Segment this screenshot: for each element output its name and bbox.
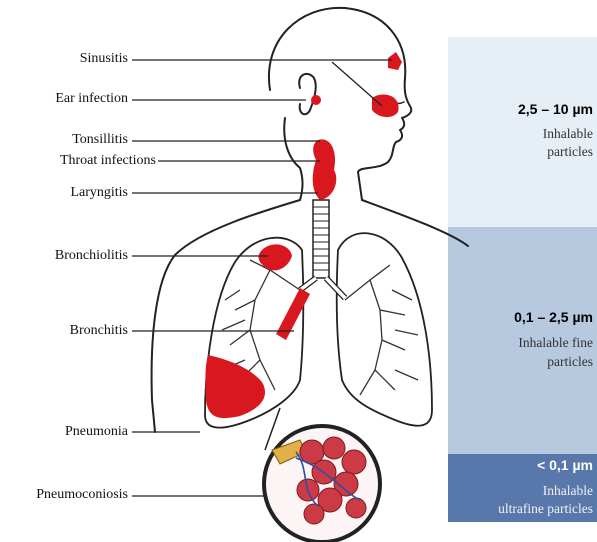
- leader-lines: [132, 60, 392, 496]
- bronchus-mark: [276, 288, 310, 340]
- body-outline: [152, 8, 468, 432]
- alveoli-inset: [264, 408, 380, 542]
- cheek-mark: [372, 94, 399, 117]
- label-ear-infection: Ear infection: [55, 91, 128, 107]
- label-pneumoconiosis: Pneumoconiosis: [36, 487, 128, 503]
- label-pneumonia: Pneumonia: [65, 424, 128, 440]
- label-bronchitis: Bronchitis: [70, 323, 128, 339]
- label-throat-infections: Throat infections: [60, 153, 156, 169]
- label-sinusitis: Sinusitis: [80, 51, 128, 67]
- label-laryngitis: Laryngitis: [70, 185, 128, 201]
- label-bronchiolitis: Bronchiolitis: [55, 248, 128, 264]
- ear-mark: [311, 95, 321, 105]
- label-tonsillitis: Tonsillitis: [72, 132, 128, 148]
- sinus-mark: [388, 52, 402, 70]
- throat-mark: [313, 139, 337, 200]
